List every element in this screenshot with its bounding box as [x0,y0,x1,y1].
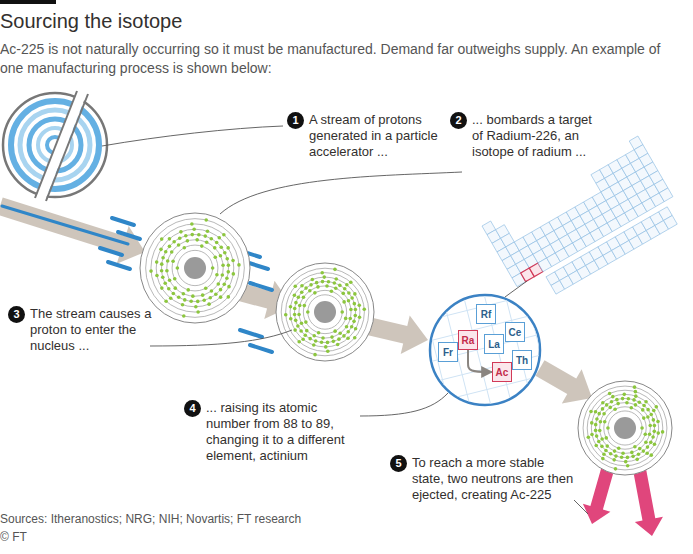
callout-text: To reach a more stable state, two neutro… [412,455,574,503]
callout-number: 2 [450,112,467,129]
callout: 3 The stream causes a proton to enter the… [8,306,152,354]
callout: 4 ... raising its atomic number from 88 t… [184,400,358,464]
magnifier [420,270,576,447]
element-symbol: Th [516,355,528,366]
proton-stream [100,248,122,255]
atom [578,381,672,475]
element-cell: La [484,334,504,354]
atom [140,213,250,323]
element-cell: Rf [476,304,496,324]
particle-accelerator [3,91,107,201]
element-symbol: Rf [481,309,492,320]
proton-stream [108,262,130,269]
proton-stream [250,345,272,352]
callout: 5 To reach a more stable state, two neutr… [390,455,574,503]
top-bar [0,0,56,4]
periodic-table [482,136,686,309]
element-symbol: Fr [443,347,453,358]
callout: 1 A stream of protons generated in a part… [287,112,459,160]
callout-text: ... bombards a target of Radium-226, an … [472,112,600,160]
element-symbol: Ce [509,327,522,338]
caption: Ac-225 is not naturally occurring so it … [0,40,665,78]
element-cell: Th [512,350,532,370]
callout-text: A stream of protons generated in a parti… [309,112,459,160]
proton-stream [112,218,134,225]
flow-arrow [536,360,592,403]
proton-beam [2,206,128,244]
element-cell: Ce [505,322,525,342]
element-cell: Ac [492,362,512,382]
element-symbol: Ac [496,367,509,378]
element-cell: Fr [438,342,458,362]
callout-number: 3 [8,306,25,323]
copyright: © FT [0,530,27,545]
element-cell: Ra [458,330,478,350]
element-symbol: Ra [462,335,475,346]
proton-stream [240,330,262,337]
process-arrows [0,197,663,536]
flow-arrow [0,197,145,263]
callout: 2 ... bombards a target of Radium-226, an… [450,112,600,160]
callout-text: The stream causes a proton to enter the … [30,306,152,354]
element-symbol: La [488,339,500,350]
source-note: Sources: Itheranostics; NRG; NIH; Novart… [0,512,301,527]
title: Sourcing the isotope [0,9,182,33]
atom [276,263,374,361]
flow-arrow [366,315,428,354]
callout-text: ... raising its atomic number from 88 to… [206,400,358,464]
proton-stream [250,283,272,290]
callout-number: 5 [390,455,407,472]
callout-number: 1 [287,112,304,129]
callout-number: 4 [184,400,201,417]
atoms [140,213,672,475]
proton-stream [118,232,140,239]
leader-lines [102,126,588,514]
